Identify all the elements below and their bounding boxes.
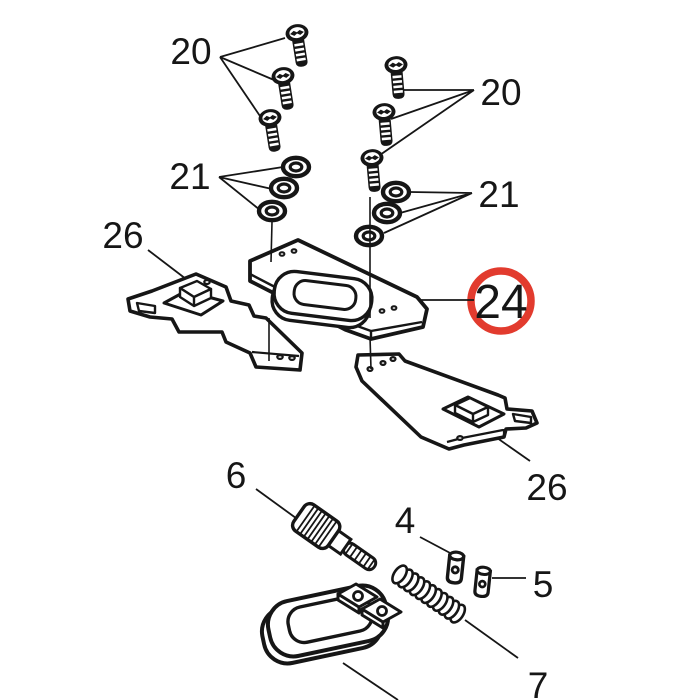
screw-icon	[359, 148, 387, 193]
leader-ring	[342, 662, 399, 700]
pin-lower-part	[472, 564, 493, 599]
clamp-ring-part	[259, 582, 403, 666]
washers-left-group	[259, 158, 309, 220]
leader-washers-left	[218, 166, 284, 211]
callout-screws-top-left: 20	[170, 31, 211, 72]
washers-right-group	[356, 183, 409, 245]
leader-spring	[464, 619, 519, 659]
spring-part	[391, 564, 467, 624]
callout-labels: 20 20 21 21 26 26 24 6 4 5 7	[102, 31, 567, 700]
callout-pin-lower: 5	[533, 564, 554, 605]
callout-washers-right: 21	[478, 174, 519, 215]
leader-screws-left	[219, 37, 286, 120]
callout-pin-upper: 4	[395, 500, 416, 541]
screw-icon	[383, 55, 411, 100]
leader-screws-right	[376, 89, 475, 158]
highlighted-part-24	[248, 238, 429, 341]
highlight-circle	[418, 267, 535, 335]
screw-icon	[270, 65, 300, 112]
leader-thumb-screw	[255, 488, 301, 522]
pin-upper-part	[445, 549, 466, 586]
leader-washers-right	[383, 191, 473, 234]
assembly-axis-lines	[268, 197, 372, 370]
callout-plate-left: 26	[102, 215, 143, 256]
leader-plate-left	[147, 249, 187, 280]
washer-icon	[259, 202, 285, 220]
callout-highlighted-part: 24	[474, 276, 527, 329]
leader-pin-upper	[419, 536, 453, 555]
callout-thumb-screw: 6	[226, 455, 247, 496]
screws-right-group	[359, 55, 411, 193]
washer-icon	[283, 158, 309, 176]
leader-lines	[147, 37, 531, 700]
clamp-ring-lugs	[336, 582, 403, 630]
callout-screws-top-right: 20	[480, 72, 521, 113]
screw-icon	[257, 107, 287, 154]
mounting-plate-left	[126, 272, 304, 372]
screws-left-group	[257, 22, 314, 154]
washer-icon	[374, 204, 400, 222]
washer-icon	[356, 227, 382, 245]
callout-spring: 7	[528, 665, 549, 700]
thumb-screw-part	[290, 501, 378, 572]
screw-icon	[371, 102, 399, 147]
washer-icon	[383, 183, 409, 201]
callout-washers-left: 21	[169, 156, 210, 197]
washer-icon	[271, 179, 297, 197]
callout-plate-right: 26	[526, 467, 567, 508]
screw-icon	[284, 22, 314, 69]
mounting-plate-right	[354, 352, 539, 451]
